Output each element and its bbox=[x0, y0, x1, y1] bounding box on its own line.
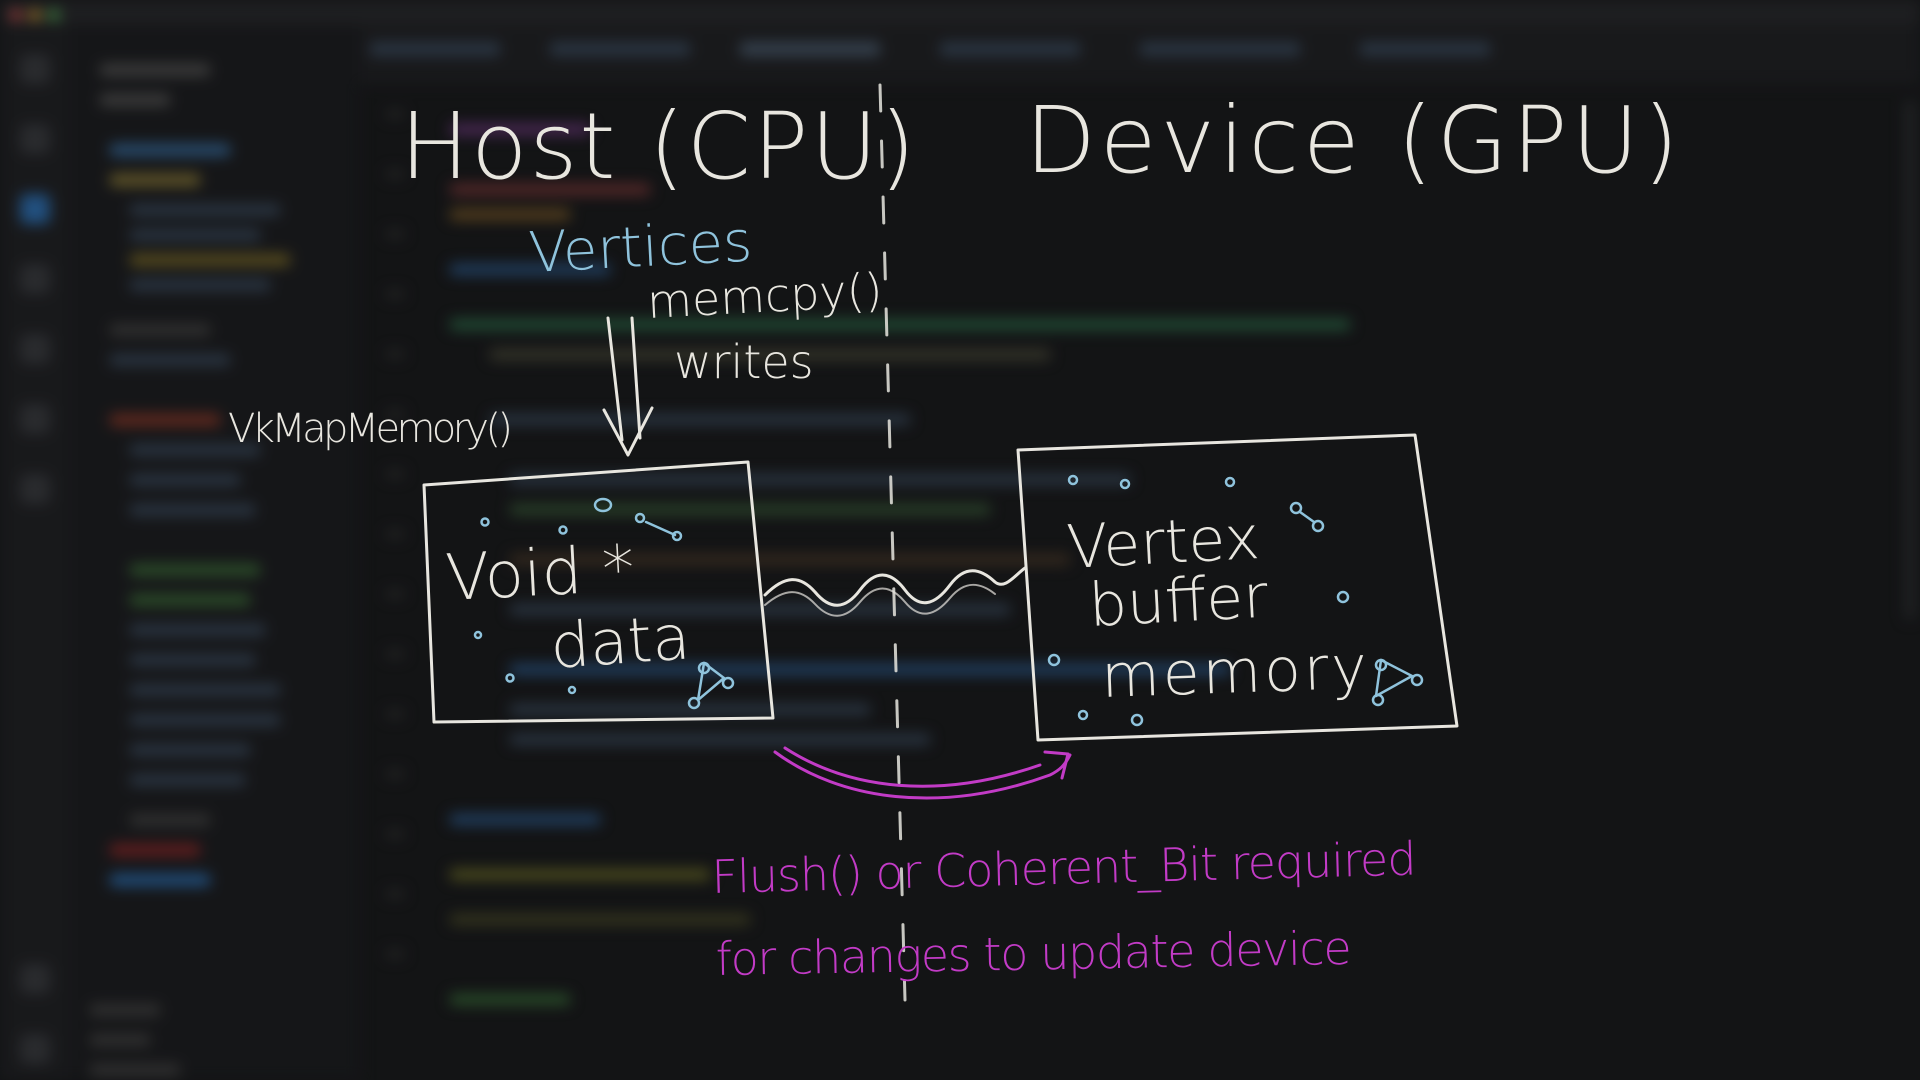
flush-note-line1: Flush() or Coherent_Bit required bbox=[711, 832, 1417, 904]
device-box-line3: memory bbox=[1100, 633, 1371, 712]
file-explorer-sidebar bbox=[70, 24, 360, 1080]
mapping-squiggle bbox=[763, 566, 1027, 607]
memcpy-label: memcpy() bbox=[646, 263, 884, 329]
editor-scrollbar bbox=[1905, 100, 1915, 620]
code-editor-area bbox=[360, 84, 1920, 1080]
flush-note-line2: for changes to update device bbox=[715, 921, 1352, 986]
device-box-line2: buffer bbox=[1087, 562, 1270, 641]
host-memory-box bbox=[422, 460, 775, 724]
host-box-line1: Void * bbox=[444, 532, 636, 616]
flush-arrow bbox=[773, 746, 1072, 800]
device-gpu-heading: Device (GPU) bbox=[1025, 87, 1683, 194]
device-memory-box bbox=[1016, 433, 1459, 742]
host-box-line2: data bbox=[548, 600, 692, 683]
write-down-arrow bbox=[602, 316, 654, 457]
vertices-label: Vertices bbox=[527, 209, 753, 286]
host-cpu-heading: Host (CPU) bbox=[400, 93, 918, 200]
device-data-particles bbox=[1047, 474, 1424, 727]
editor-tabs bbox=[360, 24, 1920, 84]
line-number-gutter bbox=[380, 90, 420, 1020]
activity-bar bbox=[0, 24, 70, 1080]
writes-label: writes bbox=[674, 335, 814, 389]
device-box-line1: Vertex bbox=[1065, 503, 1261, 583]
window-titlebar bbox=[0, 0, 1920, 24]
host-device-divider bbox=[878, 83, 907, 1002]
vkmapmemory-label: VkMapMemory() bbox=[228, 406, 513, 452]
host-data-particles bbox=[473, 497, 735, 710]
